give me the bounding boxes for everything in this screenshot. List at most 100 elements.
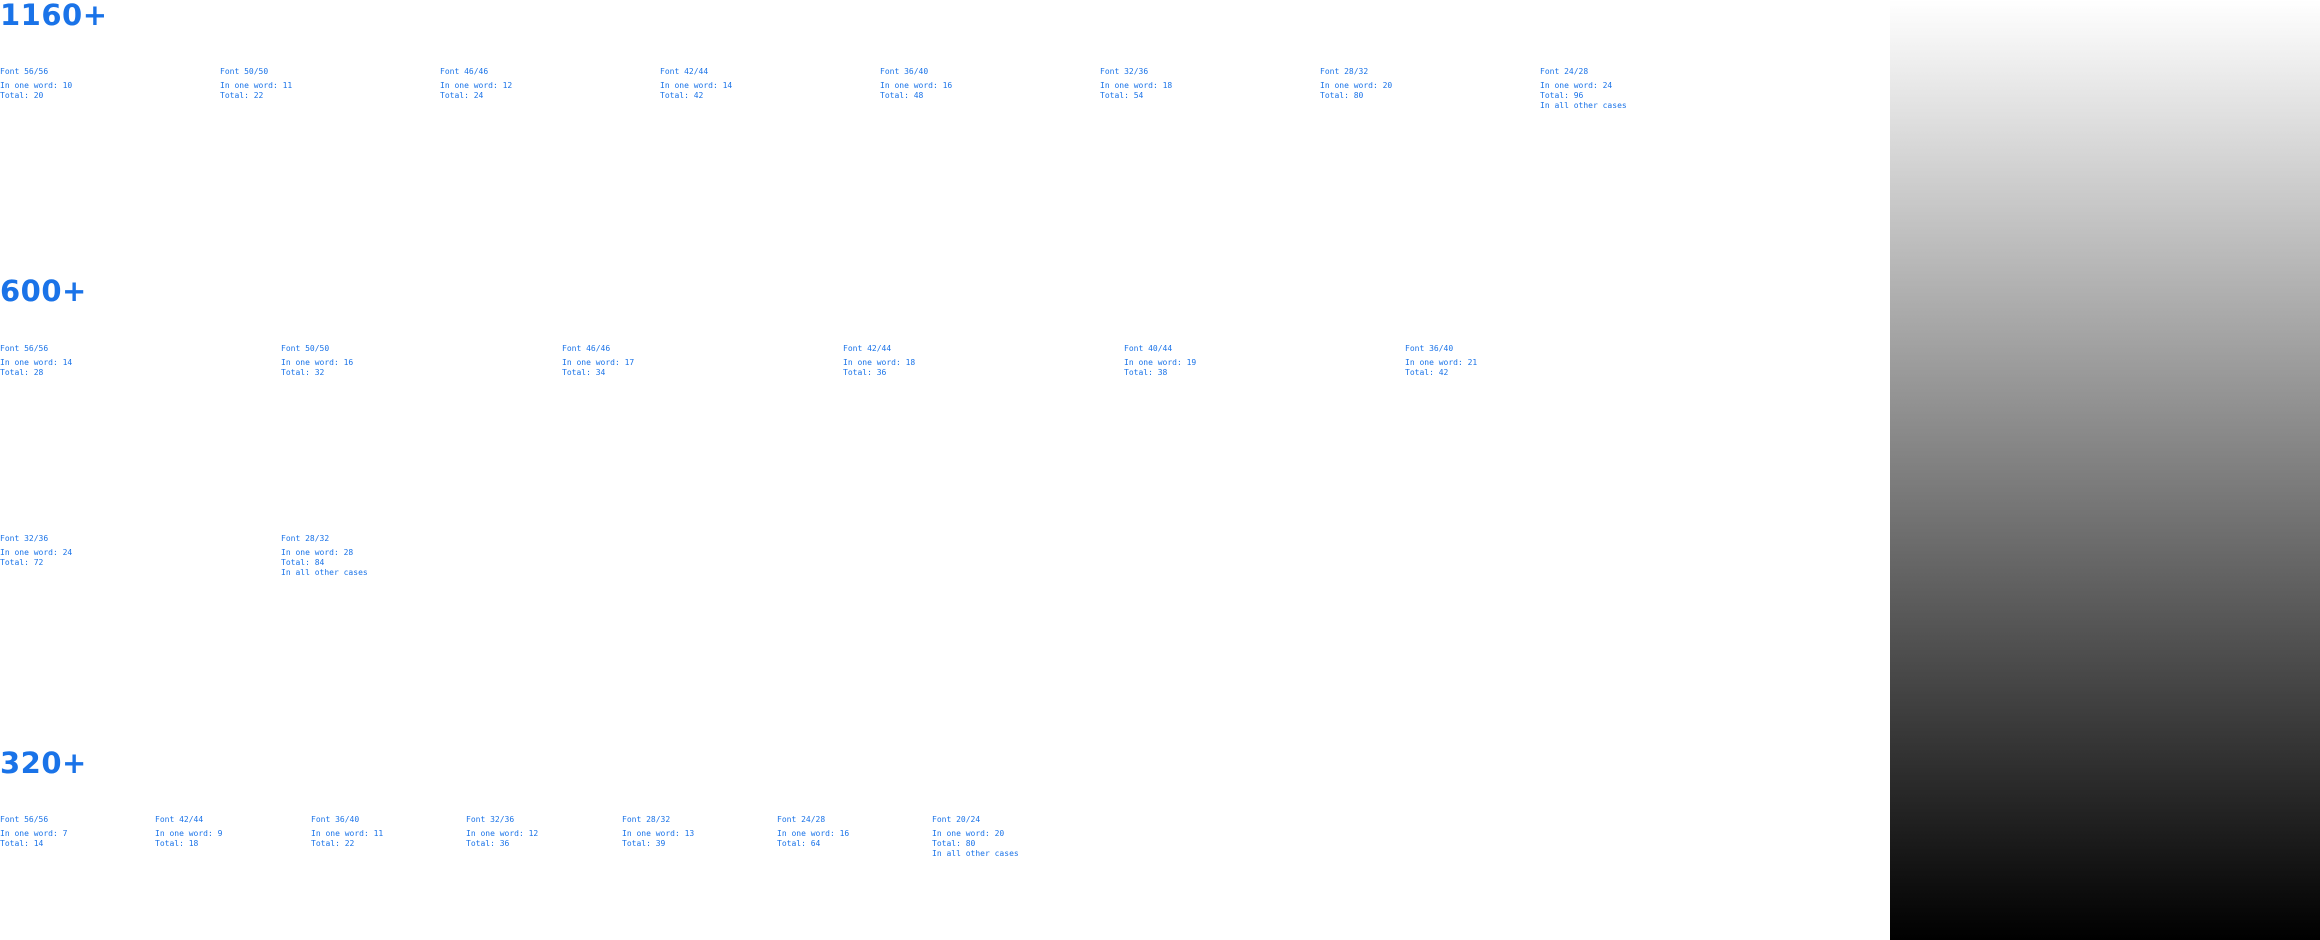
font-size-label: Font 46/46 — [440, 67, 489, 76]
section-title-600: 600+ — [0, 274, 87, 308]
font-size-label: Font 28/32 — [622, 815, 671, 824]
one-word-count: In one word: 12 — [466, 829, 539, 838]
font-size-label: Font 50/50 — [220, 67, 269, 76]
total-count: Total: 36 — [466, 839, 510, 848]
font-size-label: Font 28/32 — [1320, 67, 1369, 76]
font-spec-cell: Font 28/32 In one word: 20 Total: 80 — [1320, 67, 1520, 101]
font-spec-cell: Font 24/28 In one word: 16 Total: 64 — [777, 815, 977, 849]
font-spec-cell: Font 36/40 In one word: 16 Total: 48 — [880, 67, 1080, 101]
one-word-count: In one word: 21 — [1405, 358, 1478, 367]
total-count: Total: 24 — [440, 91, 484, 100]
font-spec-cell: Font 32/36 In one word: 18 Total: 54 — [1100, 67, 1300, 101]
font-spec-cell: Font 28/32 In one word: 13 Total: 39 — [622, 815, 822, 849]
one-word-count: In one word: 16 — [281, 358, 354, 367]
font-spec-cell: Font 36/40 In one word: 11 Total: 22 — [311, 815, 511, 849]
font-size-label: Font 36/40 — [880, 67, 929, 76]
one-word-count: In one word: 16 — [880, 81, 953, 90]
font-spec-cell: Font 56/56 In one word: 14 Total: 28 — [0, 344, 200, 378]
one-word-count: In one word: 20 — [1320, 81, 1393, 90]
font-size-label: Font 46/46 — [562, 344, 611, 353]
font-spec-cell: Font 46/46 In one word: 17 Total: 34 — [562, 344, 762, 378]
total-count: Total: 36 — [843, 368, 887, 377]
one-word-count: In one word: 13 — [622, 829, 695, 838]
total-count: Total: 80 — [1320, 91, 1364, 100]
section-title-320: 320+ — [0, 746, 87, 780]
font-size-label: Font 24/28 — [1540, 67, 1589, 76]
one-word-count: In one word: 16 — [777, 829, 850, 838]
font-spec-cell: Font 42/44 In one word: 18 Total: 36 — [843, 344, 1043, 378]
one-word-count: In one word: 11 — [311, 829, 384, 838]
one-word-count: In one word: 28 — [281, 548, 354, 557]
total-count: Total: 42 — [1405, 368, 1449, 377]
font-spec-cell: Font 42/44 In one word: 14 Total: 42 — [660, 67, 860, 101]
font-size-label: Font 56/56 — [0, 67, 49, 76]
total-count: Total: 39 — [622, 839, 666, 848]
font-size-label: Font 24/28 — [777, 815, 826, 824]
one-word-count: In one word: 9 — [155, 829, 223, 838]
font-spec-cell: Font 42/44 In one word: 9 Total: 18 — [155, 815, 355, 849]
font-spec-cell: Font 50/50 In one word: 11 Total: 22 — [220, 67, 420, 101]
font-size-label: Font 28/32 — [281, 534, 330, 543]
total-count: Total: 20 — [0, 91, 44, 100]
font-size-label: Font 56/56 — [0, 344, 49, 353]
font-spec-cell: Font 20/24 In one word: 20 Total: 80 In … — [932, 815, 1132, 859]
total-count: Total: 54 — [1100, 91, 1144, 100]
extra-note: In all other cases — [932, 849, 1019, 858]
one-word-count: In one word: 7 — [0, 829, 68, 838]
font-spec-cell: Font 56/56 In one word: 7 Total: 14 — [0, 815, 200, 849]
font-spec-cell: Font 50/50 In one word: 16 Total: 32 — [281, 344, 481, 378]
extra-note: In all other cases — [281, 568, 368, 577]
font-size-label: Font 50/50 — [281, 344, 330, 353]
font-size-label: Font 42/44 — [660, 67, 709, 76]
font-size-label: Font 42/44 — [843, 344, 892, 353]
total-count: Total: 80 — [932, 839, 976, 848]
font-size-label: Font 36/40 — [1405, 344, 1454, 353]
font-spec-cell: Font 36/40 In one word: 21 Total: 42 — [1405, 344, 1605, 378]
one-word-count: In one word: 12 — [440, 81, 513, 90]
font-spec-cell: Font 32/36 In one word: 12 Total: 36 — [466, 815, 666, 849]
one-word-count: In one word: 17 — [562, 358, 635, 367]
one-word-count: In one word: 14 — [0, 358, 73, 367]
font-spec-cell: Font 28/32 In one word: 28 Total: 84 In … — [281, 534, 481, 578]
one-word-count: In one word: 11 — [220, 81, 293, 90]
total-count: Total: 22 — [311, 839, 355, 848]
total-count: Total: 28 — [0, 368, 44, 377]
total-count: Total: 14 — [0, 839, 44, 848]
one-word-count: In one word: 10 — [0, 81, 73, 90]
one-word-count: In one word: 20 — [932, 829, 1005, 838]
font-size-label: Font 32/36 — [1100, 67, 1149, 76]
one-word-count: In one word: 19 — [1124, 358, 1197, 367]
extra-note: In all other cases — [1540, 101, 1627, 110]
font-size-label: Font 32/36 — [466, 815, 515, 824]
total-count: Total: 18 — [155, 839, 199, 848]
font-spec-cell: Font 56/56 In one word: 10 Total: 20 — [0, 67, 200, 101]
total-count: Total: 34 — [562, 368, 606, 377]
font-spec-cell: Font 40/44 In one word: 19 Total: 38 — [1124, 344, 1324, 378]
font-size-label: Font 42/44 — [155, 815, 204, 824]
total-count: Total: 42 — [660, 91, 704, 100]
total-count: Total: 32 — [281, 368, 325, 377]
font-size-label: Font 20/24 — [932, 815, 981, 824]
font-spec-cell: Font 32/36 In one word: 24 Total: 72 — [0, 534, 200, 568]
total-count: Total: 96 — [1540, 91, 1584, 100]
one-word-count: In one word: 14 — [660, 81, 733, 90]
gradient-panel — [1890, 0, 2320, 940]
total-count: Total: 64 — [777, 839, 821, 848]
one-word-count: In one word: 18 — [843, 358, 916, 367]
one-word-count: In one word: 24 — [1540, 81, 1613, 90]
one-word-count: In one word: 24 — [0, 548, 73, 557]
font-size-label: Font 36/40 — [311, 815, 360, 824]
font-spec-cell: Font 24/28 In one word: 24 Total: 96 In … — [1540, 67, 1740, 111]
one-word-count: In one word: 18 — [1100, 81, 1173, 90]
font-spec-cell: Font 46/46 In one word: 12 Total: 24 — [440, 67, 640, 101]
total-count: Total: 84 — [281, 558, 325, 567]
total-count: Total: 38 — [1124, 368, 1168, 377]
font-size-label: Font 56/56 — [0, 815, 49, 824]
font-size-label: Font 32/36 — [0, 534, 49, 543]
section-title-1160: 1160+ — [0, 0, 108, 32]
total-count: Total: 22 — [220, 91, 264, 100]
total-count: Total: 48 — [880, 91, 924, 100]
font-size-label: Font 40/44 — [1124, 344, 1173, 353]
typography-grid: 1160+ Font 56/56 In one word: 10 Total: … — [0, 0, 1740, 859]
total-count: Total: 72 — [0, 558, 44, 567]
